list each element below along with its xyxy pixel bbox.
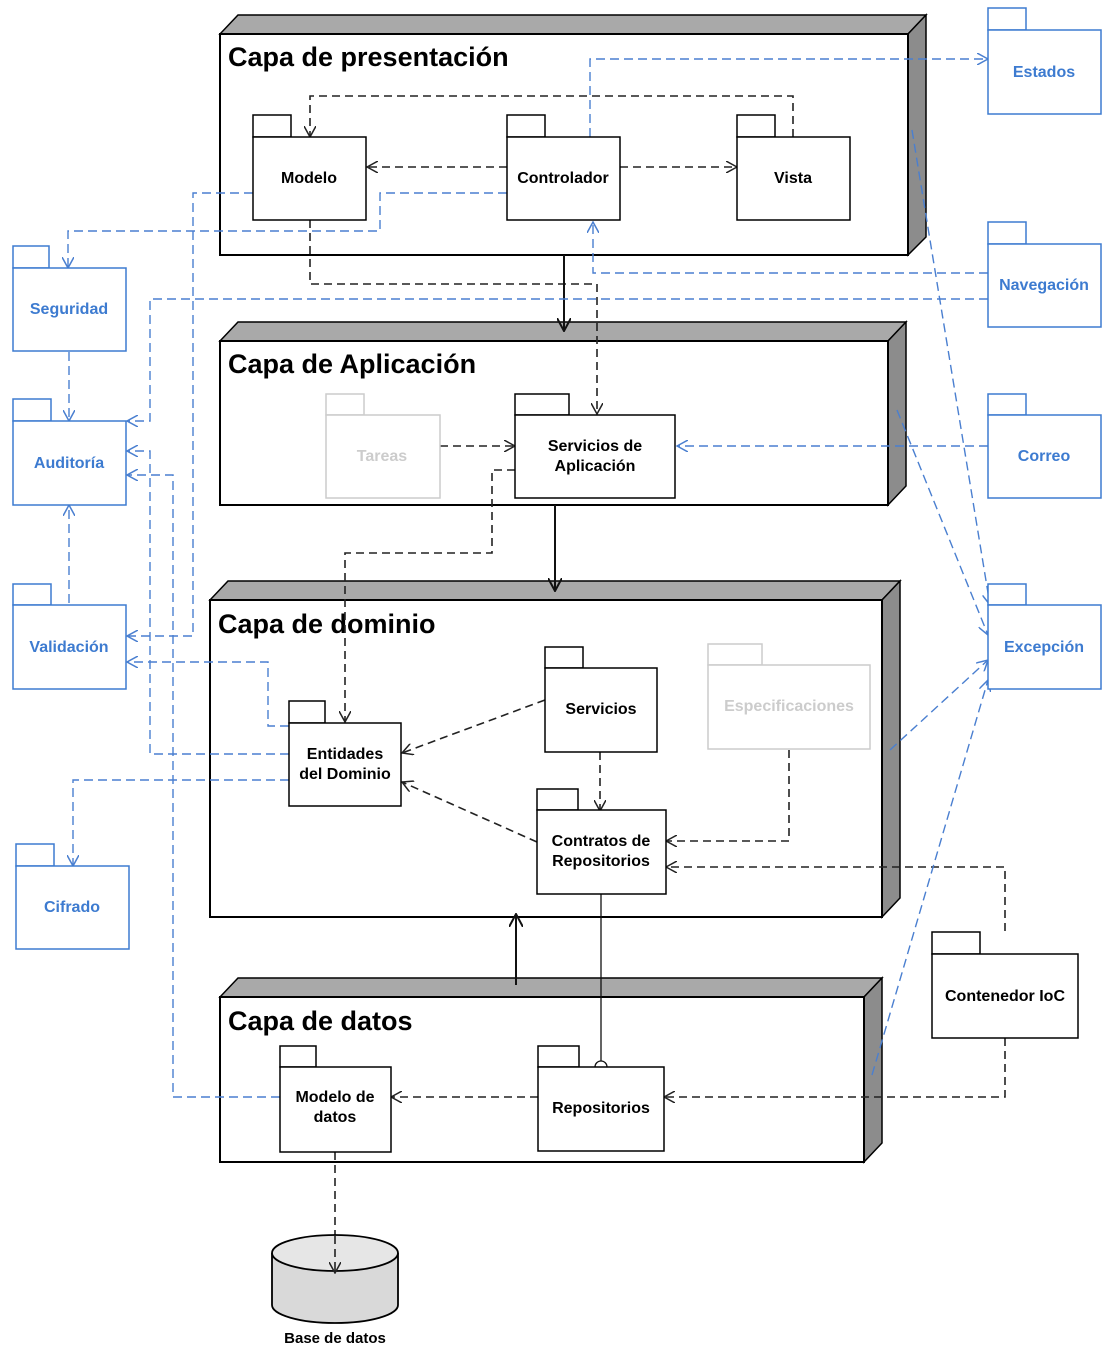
package-especificaciones-label: Especificaciones: [724, 698, 854, 715]
package-cifrado[interactable]: Cifrado: [15, 843, 130, 950]
package-vista-label: Vista: [774, 170, 812, 187]
package-correo[interactable]: Correo: [987, 393, 1102, 499]
package-controlador[interactable]: Controlador: [506, 114, 621, 221]
package-excepcion-label: Excepción: [1004, 639, 1084, 656]
package-contenedor-ioc[interactable]: Contenedor IoC: [931, 931, 1079, 1039]
layer-dominio-title: Capa de dominio: [218, 609, 436, 639]
package-estados[interactable]: Estados: [987, 7, 1102, 115]
package-contratos-label-1: Contratos de: [552, 833, 651, 850]
package-contenedor-ioc-label: Contenedor IoC: [945, 988, 1065, 1005]
package-contratos-label-2: Repositorios: [552, 853, 650, 870]
package-auditoria[interactable]: Auditoría: [12, 398, 127, 506]
package-servicios-aplicacion[interactable]: Servicios de Aplicación: [514, 393, 676, 499]
package-seguridad-label: Seguridad: [30, 301, 108, 318]
internal-dependencies: [310, 95, 1006, 1273]
cross-cutting-links: [68, 59, 990, 1098]
layer-presentacion-title: Capa de presentación: [228, 42, 509, 72]
package-repositorios-label: Repositorios: [552, 1100, 650, 1117]
package-servicios-label: Servicios: [565, 701, 636, 718]
package-servicios-aplicacion-label-1: Servicios de: [548, 438, 642, 455]
package-modelo-label: Modelo: [281, 170, 337, 187]
package-modelo-datos-label-2: datos: [314, 1109, 357, 1126]
package-entidades[interactable]: Entidades del Dominio: [288, 700, 402, 807]
package-vista[interactable]: Vista: [736, 114, 851, 221]
package-navegacion-label: Navegación: [999, 277, 1089, 294]
package-entidades-label-1: Entidades: [307, 746, 384, 763]
package-modelo-datos-label-1: Modelo de: [295, 1089, 374, 1106]
package-cifrado-label: Cifrado: [44, 899, 100, 916]
database-cylinder[interactable]: Base de datos: [271, 1234, 399, 1347]
package-servicios[interactable]: Servicios: [544, 646, 658, 753]
package-validacion[interactable]: Validación: [12, 583, 127, 690]
package-especificaciones[interactable]: Especificaciones: [707, 643, 871, 750]
package-navegacion[interactable]: Navegación: [987, 221, 1102, 328]
package-correo-label: Correo: [1018, 448, 1071, 465]
package-servicios-aplicacion-label-2: Aplicación: [555, 458, 636, 475]
package-contratos[interactable]: Contratos de Repositorios: [536, 788, 667, 895]
package-tareas[interactable]: Tareas: [325, 393, 441, 499]
layer-aplicacion-title: Capa de Aplicación: [228, 349, 476, 379]
package-repositorios[interactable]: Repositorios: [537, 1045, 665, 1152]
package-modelo[interactable]: Modelo: [252, 114, 367, 221]
package-tareas-label: Tareas: [357, 448, 408, 465]
package-auditoria-label: Auditoría: [34, 455, 104, 472]
package-excepcion[interactable]: Excepción: [987, 583, 1102, 690]
package-controlador-label: Controlador: [517, 170, 609, 187]
package-modelo-datos[interactable]: Modelo de datos: [279, 1045, 392, 1153]
layer-arrows: [516, 255, 608, 1074]
package-validacion-label: Validación: [29, 639, 108, 656]
package-estados-label: Estados: [1013, 64, 1075, 81]
package-entidades-label-2: del Dominio: [299, 766, 391, 783]
layer-datos-title: Capa de datos: [228, 1006, 413, 1036]
package-seguridad[interactable]: Seguridad: [12, 245, 127, 352]
database-label: Base de datos: [284, 1330, 386, 1347]
